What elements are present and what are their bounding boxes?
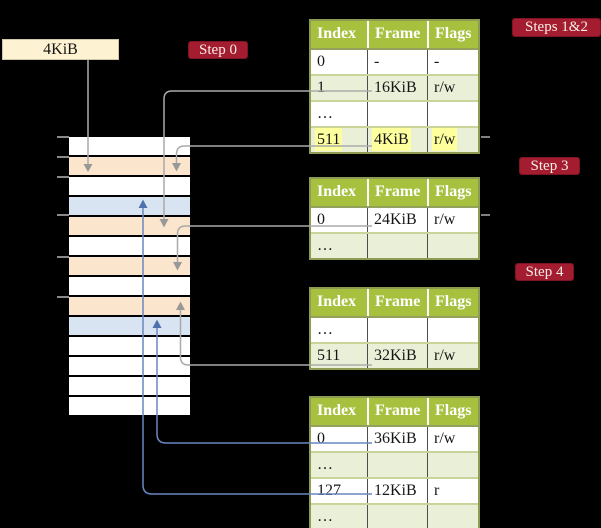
memory-frame-row: [69, 277, 190, 295]
header-index: Index: [317, 183, 357, 200]
address-tick: [57, 256, 69, 258]
table-row: 1 16KiB r/w: [311, 74, 478, 100]
badge-step-3: Step 3: [519, 157, 580, 175]
table-row: 0 24KiB r/w: [311, 206, 478, 232]
level1-page-table: Index Frame Flags 0 36KiB r/w … 127 12Ki…: [309, 396, 480, 528]
memory-frame-row: [69, 137, 190, 155]
table-row: …: [311, 503, 478, 528]
table-row: 0 - -: [311, 48, 478, 74]
level2-page-table: Index Frame Flags … 511 32KiB r/w: [309, 287, 480, 370]
table-header: Index Frame Flags: [311, 21, 478, 48]
frame-address-label: 4KiB: [2, 39, 119, 60]
header-frame: Frame: [367, 289, 427, 316]
header-flags: Flags: [427, 179, 478, 206]
memory-frame-row: [69, 397, 190, 415]
header-flags: Flags: [427, 398, 478, 425]
header-index: Index: [317, 293, 357, 310]
memory-frame-row: [69, 337, 190, 355]
header-frame: Frame: [367, 179, 427, 206]
table-row: 127 12KiB r: [311, 477, 478, 503]
memory-frame-row: [69, 177, 190, 195]
level3-page-table: Index Frame Flags 0 24KiB r/w …: [309, 177, 480, 260]
table-row: 511 32KiB r/w: [311, 342, 478, 368]
memory-frame-row: [69, 237, 190, 255]
badge-step-0: Step 0: [188, 41, 248, 59]
table-header: Index Frame Flags: [311, 179, 478, 206]
table-row: …: [311, 316, 478, 342]
badge-step-4: Step 4: [515, 263, 574, 281]
header-frame: Frame: [367, 398, 427, 425]
memory-frame-row: [69, 217, 190, 235]
memory-frame-row: [69, 317, 190, 335]
level4-page-table: Index Frame Flags 0 - - 1 16KiB r/w … 51…: [309, 19, 480, 154]
table-row: …: [311, 100, 478, 126]
address-tick: [57, 136, 69, 138]
header-index: Index: [317, 402, 357, 419]
memory-frame-row: [69, 197, 190, 215]
header-flags: Flags: [427, 289, 478, 316]
address-tick: [57, 214, 69, 216]
table-row: …: [311, 451, 478, 477]
memory-frame-row: [69, 297, 190, 315]
memory-frame-row: [69, 357, 190, 375]
memory-frame-row: [69, 157, 190, 175]
table-row: 0 36KiB r/w: [311, 425, 478, 451]
address-tick: [57, 156, 69, 158]
table-row: …: [311, 232, 478, 258]
table-header: Index Frame Flags: [311, 398, 478, 425]
badge-steps-1-2: Steps 1&2: [512, 18, 601, 37]
memory-frame-row: [69, 257, 190, 275]
table-header: Index Frame Flags: [311, 289, 478, 316]
header-flags: Flags: [427, 21, 478, 48]
physical-memory-column: [69, 137, 190, 415]
address-tick: [57, 296, 69, 298]
address-tick: [57, 176, 69, 178]
memory-frame-row: [69, 377, 190, 395]
table-row-recursive-entry: 511 4KiB r/w: [311, 126, 478, 152]
header-index: Index: [317, 25, 357, 42]
header-frame: Frame: [367, 21, 427, 48]
